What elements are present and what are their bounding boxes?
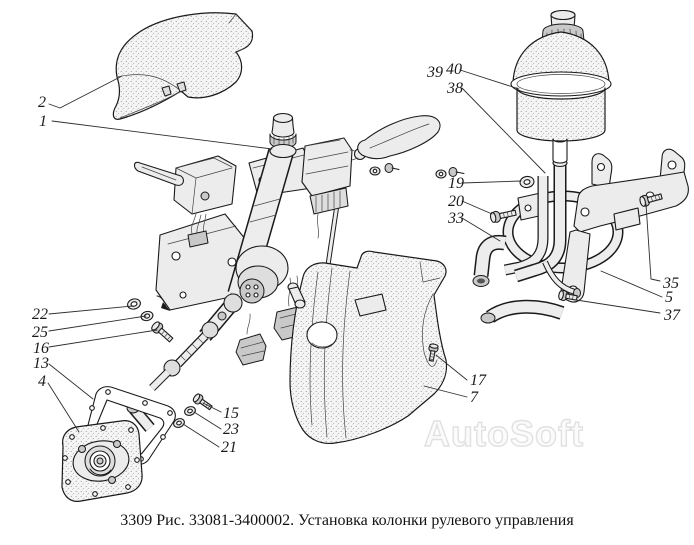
callout-16: 16	[33, 340, 49, 357]
pipes	[503, 158, 581, 298]
part-flange-plate	[61, 420, 143, 502]
watermark: AutoSoft	[423, 412, 584, 454]
reservoir	[510, 9, 612, 164]
screw-37	[558, 290, 578, 302]
callout-17: 17	[470, 372, 486, 389]
part-reservoir-assembly	[472, 9, 689, 324]
part-upper-cover	[112, 12, 254, 120]
callout-22: 22	[32, 306, 48, 323]
ignition-switch	[269, 112, 297, 159]
universal-joint-shaft	[126, 293, 243, 432]
callout-13: 13	[33, 355, 49, 372]
callout-37: 37	[664, 307, 680, 324]
nut-19	[519, 175, 535, 189]
callout-23: 23	[223, 421, 239, 438]
part-lower-cover	[287, 250, 448, 445]
callout-33: 33	[448, 210, 464, 227]
hoses	[472, 234, 565, 324]
callout-25: 25	[32, 324, 48, 341]
callout-39: 39	[427, 64, 443, 81]
callout-20: 20	[448, 193, 464, 210]
callout-35: 35	[663, 275, 679, 292]
callout-15: 15	[223, 405, 239, 422]
callout-19: 19	[448, 175, 464, 192]
callout-4: 4	[38, 373, 46, 390]
callout-1: 1	[39, 113, 47, 130]
callout-7: 7	[470, 389, 478, 406]
bolt-20	[489, 209, 517, 223]
callout-40: 40	[446, 61, 462, 78]
figure-caption: 3309 Рис. 33081-3400002. Установка колон…	[120, 512, 574, 529]
connector-block-upper	[301, 137, 353, 239]
part-steering-column	[126, 112, 465, 432]
bolt-35	[639, 193, 663, 207]
column-lower-housing	[235, 245, 289, 304]
fasteners-flange	[173, 393, 213, 428]
turn-signal-lever-right	[349, 115, 465, 179]
leader-lines	[47, 69, 663, 448]
callout-38: 38	[447, 80, 463, 97]
callout-21: 21	[221, 439, 237, 456]
combination-switch-left	[133, 155, 237, 248]
bolt-16	[151, 321, 174, 343]
callout-2: 2	[38, 94, 46, 111]
callout-5: 5	[665, 289, 673, 306]
screw-17	[428, 343, 439, 362]
